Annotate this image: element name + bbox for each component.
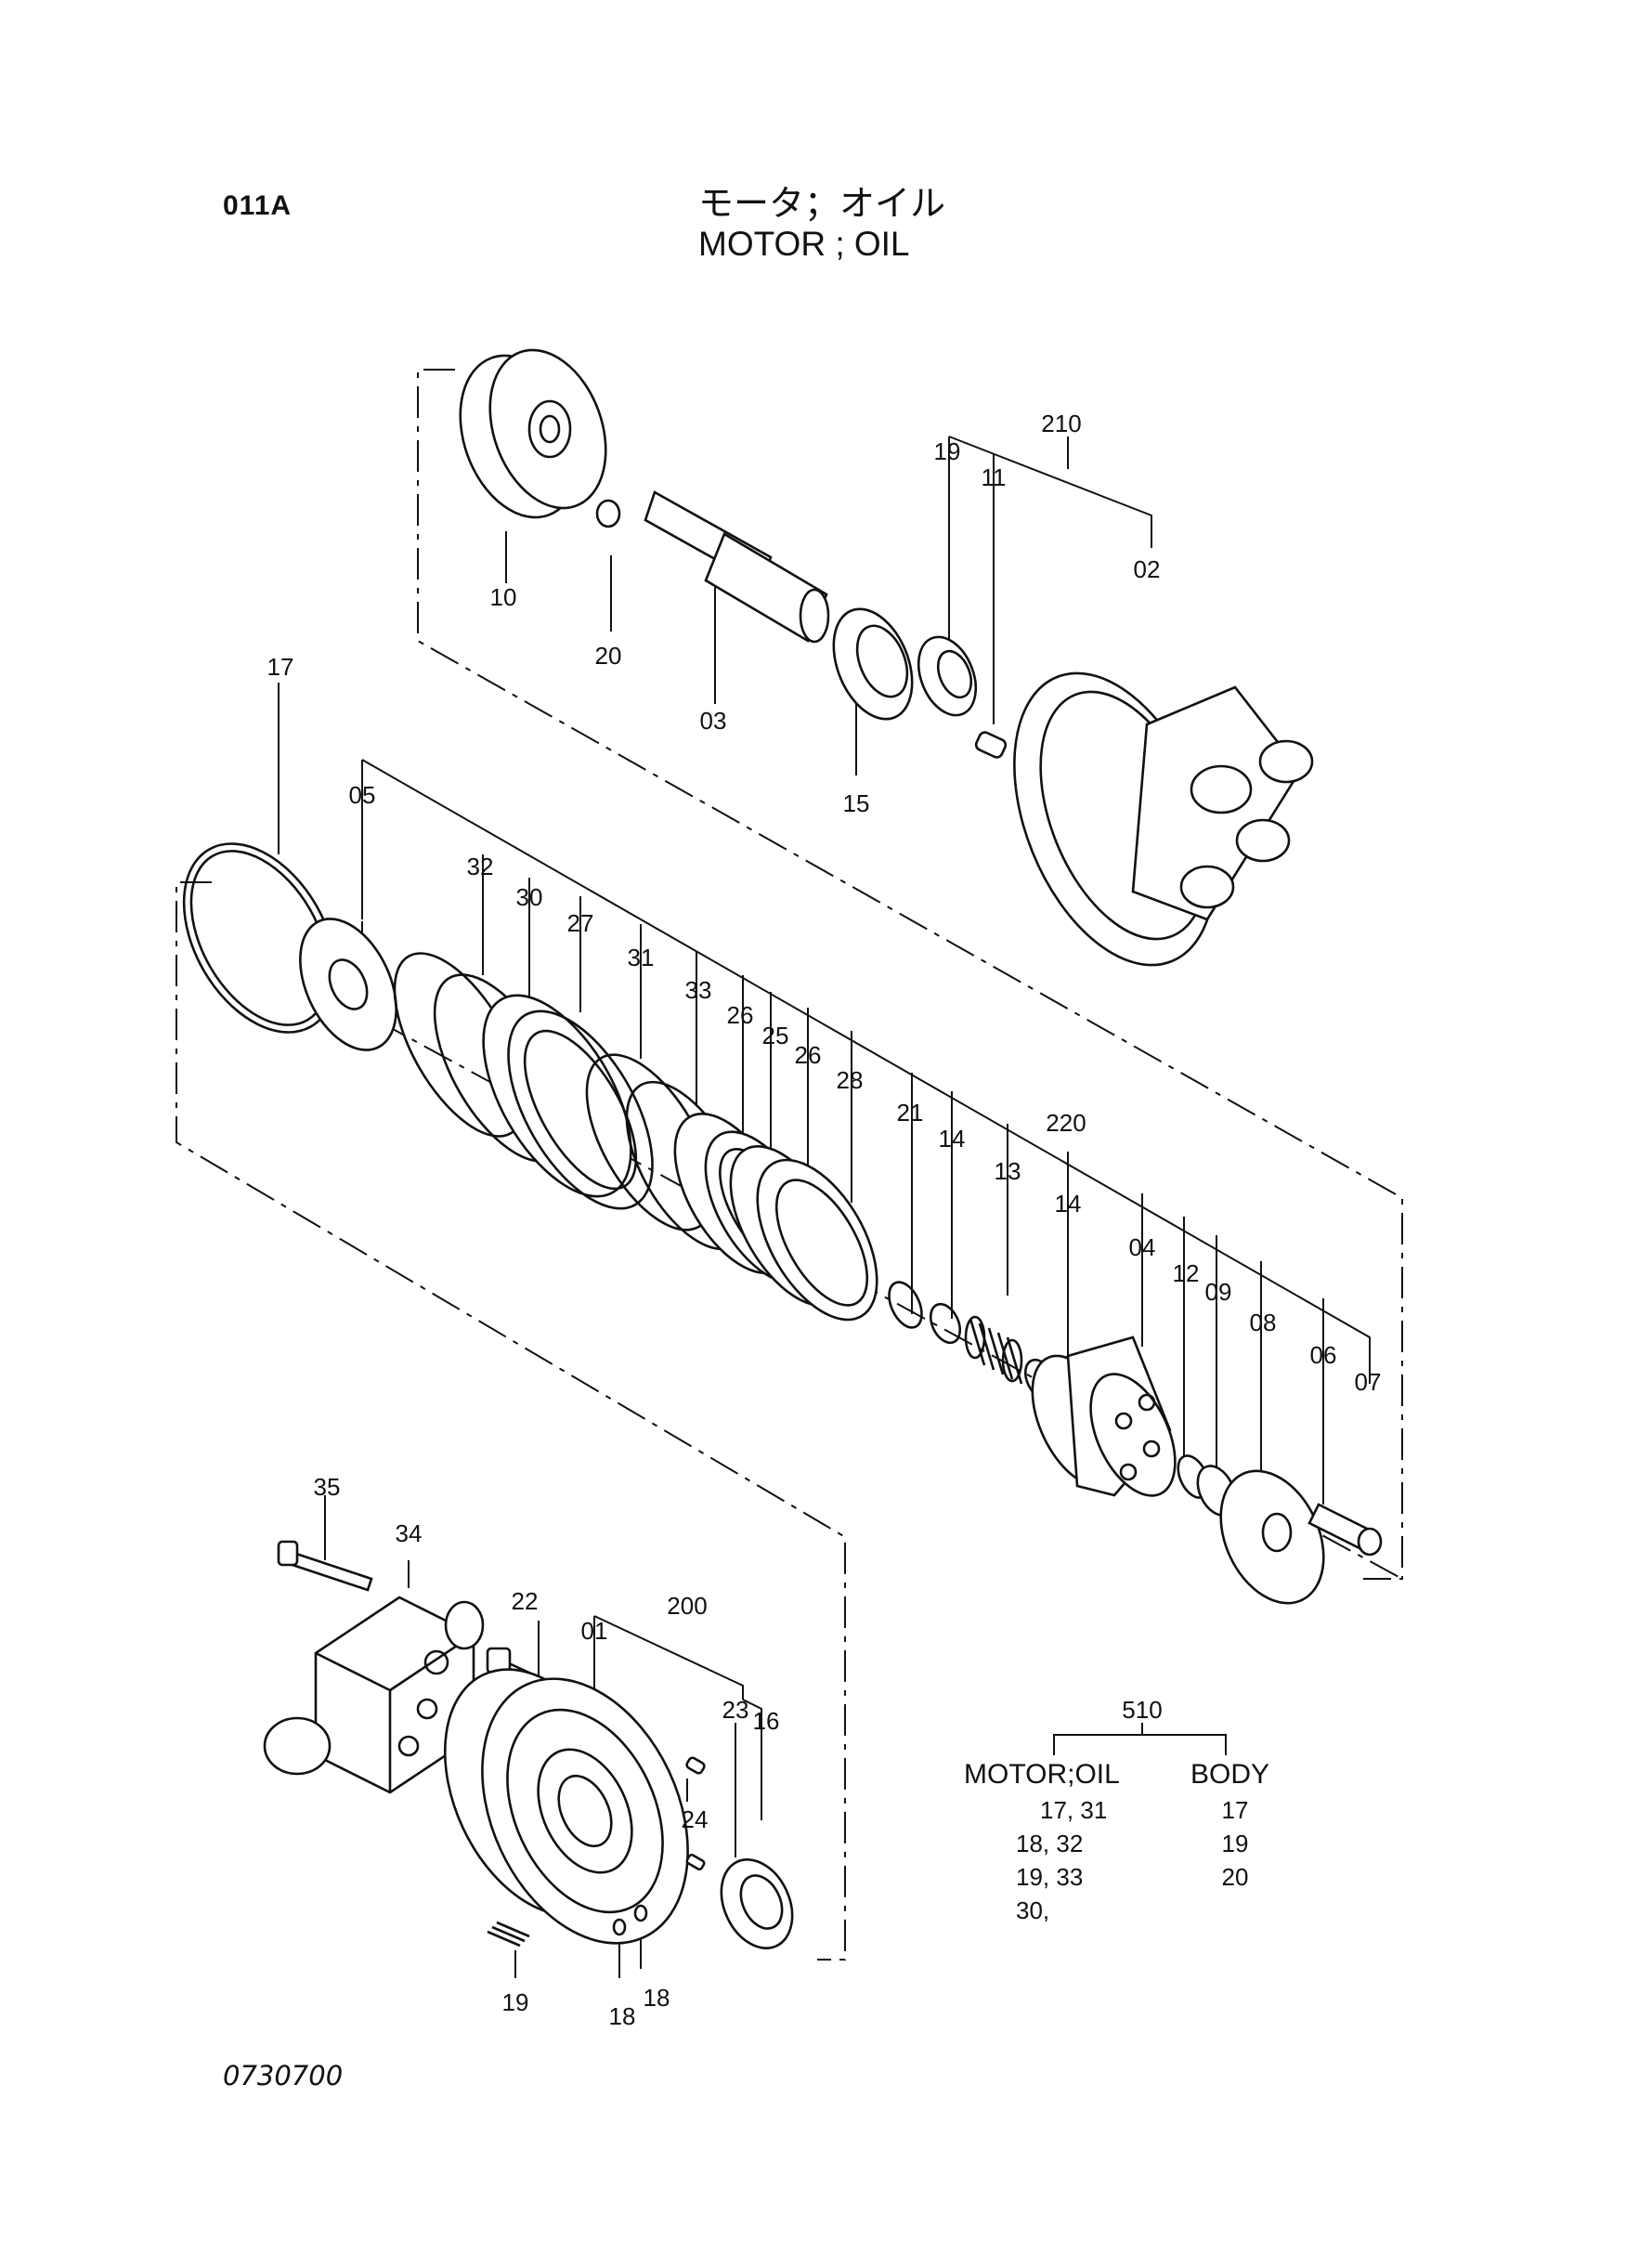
label-220: 220 bbox=[1046, 1109, 1086, 1137]
label-18b: 18 bbox=[644, 1984, 670, 2012]
pin-11 bbox=[974, 731, 1008, 759]
left-row-2: 18, 32 bbox=[1016, 1830, 1083, 1857]
label-04: 04 bbox=[1129, 1233, 1156, 1261]
pin-24 bbox=[685, 1756, 706, 1775]
label-21: 21 bbox=[897, 1099, 924, 1127]
pin-23 bbox=[685, 1853, 706, 1871]
label-22: 22 bbox=[512, 1587, 539, 1615]
spring-19 bbox=[487, 1921, 530, 1948]
shaft-03 bbox=[644, 490, 830, 644]
housing-02 bbox=[1013, 671, 1314, 967]
label-13: 13 bbox=[995, 1157, 1021, 1185]
label-06: 06 bbox=[1310, 1341, 1337, 1369]
label-08: 08 bbox=[1250, 1309, 1277, 1336]
label-24: 24 bbox=[682, 1805, 709, 1833]
label-02: 02 bbox=[1134, 555, 1161, 583]
washer-14a bbox=[929, 1302, 962, 1345]
part-labels: 210 19 11 02 10 20 03 15 17 05 32 30 27 … bbox=[267, 410, 1382, 2030]
right-row-1: 17 bbox=[1222, 1796, 1249, 1824]
left-row-1: 17, 31 bbox=[1040, 1796, 1107, 1824]
valve-plate-05 bbox=[299, 918, 397, 1051]
left-row-3: 19, 33 bbox=[1016, 1863, 1083, 1891]
label-01: 01 bbox=[581, 1617, 608, 1645]
label-25: 25 bbox=[762, 1022, 789, 1049]
right-row-3: 20 bbox=[1222, 1863, 1249, 1891]
casing-01 bbox=[443, 1668, 689, 1945]
label-14a: 14 bbox=[939, 1125, 966, 1153]
label-35: 35 bbox=[314, 1473, 341, 1501]
label-05: 05 bbox=[349, 781, 376, 809]
label-33: 33 bbox=[685, 976, 712, 1004]
ball-20 bbox=[595, 499, 621, 528]
label-14b: 14 bbox=[1055, 1190, 1082, 1218]
label-32: 32 bbox=[467, 853, 494, 880]
right-row-2: 19 bbox=[1222, 1830, 1249, 1857]
label-27: 27 bbox=[567, 909, 594, 937]
label-12: 12 bbox=[1173, 1259, 1200, 1287]
label-16: 16 bbox=[753, 1707, 780, 1735]
ball-18a bbox=[612, 1918, 627, 1936]
cover-10 bbox=[459, 348, 607, 519]
o-ring-17 bbox=[182, 842, 338, 1034]
bearing-16 bbox=[720, 1858, 794, 1949]
kit-table: 510 MOTOR;OIL BODY 17, 31 18, 32 19, 33 … bbox=[964, 1696, 1269, 1924]
seal-19 bbox=[917, 635, 978, 717]
label-15: 15 bbox=[843, 789, 870, 817]
ring-28 bbox=[756, 1158, 878, 1322]
snap-ring-21 bbox=[888, 1281, 923, 1329]
kit-bracket bbox=[1053, 1723, 1227, 1755]
cylinder-block-04 bbox=[1031, 1335, 1177, 1497]
label-07: 07 bbox=[1355, 1368, 1382, 1396]
label-31: 31 bbox=[628, 944, 655, 971]
label-11: 11 bbox=[982, 463, 1007, 491]
label-03: 03 bbox=[700, 707, 727, 735]
label-34: 34 bbox=[396, 1519, 423, 1547]
label-19-bottom: 19 bbox=[502, 1988, 529, 2016]
kit-number: 510 bbox=[1122, 1696, 1162, 1724]
column-body: BODY bbox=[1190, 1759, 1269, 1790]
label-17: 17 bbox=[267, 653, 294, 681]
label-26a: 26 bbox=[727, 1001, 754, 1029]
label-10: 10 bbox=[490, 583, 517, 611]
shoe-07 bbox=[1357, 1527, 1383, 1557]
label-28: 28 bbox=[837, 1066, 864, 1094]
label-200: 200 bbox=[667, 1592, 707, 1620]
label-09: 09 bbox=[1205, 1278, 1232, 1306]
piston-27 bbox=[482, 994, 654, 1210]
leader-lines bbox=[278, 436, 1371, 1978]
label-18a: 18 bbox=[609, 2002, 636, 2030]
spring-13 bbox=[964, 1315, 1023, 1385]
ball-18b bbox=[633, 1904, 648, 1922]
label-30: 30 bbox=[516, 883, 543, 911]
bearing-15 bbox=[832, 607, 914, 721]
title-english: MOTOR ; OIL bbox=[698, 225, 910, 263]
label-20: 20 bbox=[595, 642, 622, 670]
doc-number: 0730700 bbox=[223, 2060, 344, 2091]
label-26b: 26 bbox=[795, 1041, 822, 1069]
column-motor-oil: MOTOR;OIL bbox=[964, 1759, 1120, 1790]
label-23: 23 bbox=[722, 1696, 749, 1724]
title-japanese: モータ；オイル bbox=[698, 183, 946, 224]
valve-block-34 bbox=[263, 1596, 485, 1794]
label-19-top: 19 bbox=[934, 437, 961, 465]
page-code: 011A bbox=[223, 190, 293, 221]
label-210: 210 bbox=[1041, 410, 1081, 437]
left-row-4: 30, bbox=[1016, 1896, 1049, 1924]
